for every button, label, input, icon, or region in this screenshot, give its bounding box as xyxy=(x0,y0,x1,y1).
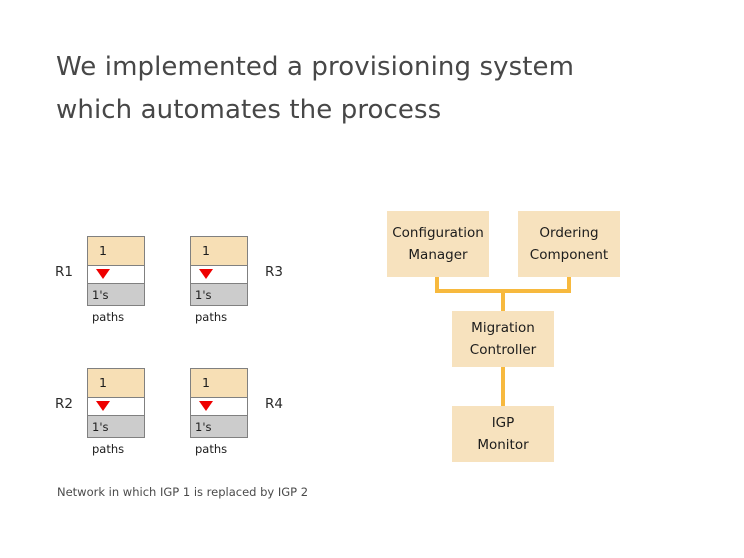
router-node-r3: R3 1 1's paths xyxy=(153,236,383,324)
router-paths-cell-r3: 1's paths xyxy=(191,284,247,324)
page-title-line-2: which automates the process xyxy=(56,95,442,125)
triangle-down-icon xyxy=(96,269,110,279)
router-node-r4: R4 1 1's paths xyxy=(153,368,383,456)
router-paths-cell-r1: 1's paths xyxy=(88,284,144,324)
router-paths-cell-r2: 1's paths xyxy=(88,416,144,456)
arch-box-igp-monitor: IGP Monitor xyxy=(452,406,554,462)
router-node-r2: R2 1 1's paths xyxy=(50,368,280,456)
router-paths-cell-r4: 1's paths xyxy=(191,416,247,456)
router-label-r2: R2 xyxy=(55,396,73,412)
network-diagram-caption: Network in which IGP 1 is replaced by IG… xyxy=(57,485,309,499)
arch-box-migration-controller-line-2: Controller xyxy=(469,342,537,358)
router-arrow-cell-r4 xyxy=(191,398,247,416)
router-label-r4: R4 xyxy=(265,396,283,412)
connector-ordering-component-down xyxy=(567,277,571,293)
triangle-down-icon xyxy=(96,401,110,411)
network-diagram: R1 1 1's paths R3 1 1's paths R2 1 1's p… xyxy=(0,0,340,520)
arch-box-ordering-component-line-2: Component xyxy=(529,247,609,263)
arch-box-configuration-manager: Configuration Manager xyxy=(387,211,489,277)
arch-box-configuration-manager-line-2: Manager xyxy=(408,247,468,263)
router-igp-cell-r2: 1 xyxy=(88,369,144,398)
router-igp-cell-r4: 1 xyxy=(191,369,247,398)
router-igp-cell-r1: 1 xyxy=(88,237,144,266)
router-label-r3: R3 xyxy=(265,264,283,280)
arch-box-ordering-component-line-1: Ordering xyxy=(539,225,599,241)
triangle-down-icon xyxy=(199,269,213,279)
arch-box-migration-controller-line-1: Migration xyxy=(471,320,535,336)
page-title-line-1: We implemented a provisioning system xyxy=(56,52,575,82)
arch-box-igp-monitor-line-1: IGP xyxy=(491,415,515,431)
router-box-r3: 1 1's paths xyxy=(190,236,248,324)
router-label-r1: R1 xyxy=(55,264,73,280)
connector-migration-controller-to-igp-monitor xyxy=(501,365,505,408)
router-arrow-cell-r2 xyxy=(88,398,144,416)
router-arrow-cell-r1 xyxy=(88,266,144,284)
arch-box-igp-monitor-line-2: Monitor xyxy=(477,437,529,453)
router-igp-cell-r3: 1 xyxy=(191,237,247,266)
router-node-r1: R1 1 1's paths xyxy=(50,236,280,324)
connector-bridge-to-migration-controller xyxy=(501,289,505,313)
arch-box-migration-controller: Migration Controller xyxy=(452,311,554,367)
arch-box-configuration-manager-line-1: Configuration xyxy=(392,225,484,241)
page-title: We implemented a provisioning system whi… xyxy=(56,46,676,132)
router-box-r2: 1 1's paths xyxy=(87,368,145,456)
arch-box-ordering-component: Ordering Component xyxy=(518,211,620,277)
router-box-r1: 1 1's paths xyxy=(87,236,145,324)
router-box-r4: 1 1's paths xyxy=(190,368,248,456)
connector-configuration-manager-down xyxy=(435,277,439,293)
triangle-down-icon xyxy=(199,401,213,411)
router-arrow-cell-r3 xyxy=(191,266,247,284)
